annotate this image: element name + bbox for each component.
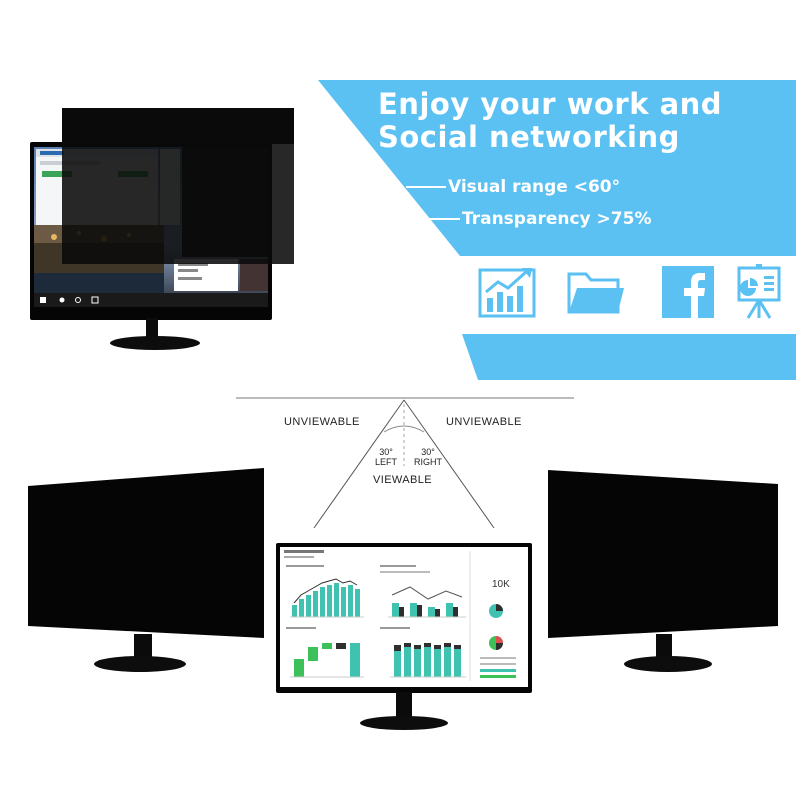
right-angle-value: 30° — [421, 447, 435, 457]
right-angle-label: 30° RIGHT — [412, 447, 444, 467]
privacy-filter-edge — [62, 108, 294, 144]
left-angle-label: 30° LEFT — [374, 447, 398, 467]
banner-blue-panel — [318, 80, 796, 256]
dashboard-pie-chart-1 — [489, 604, 503, 618]
spec-dash — [420, 218, 460, 220]
spec-dash — [406, 186, 446, 188]
spec-text: Transparency >75% — [462, 209, 652, 229]
monitor-base — [360, 716, 448, 730]
feature-icons — [478, 264, 798, 324]
headline-line1: Enjoy your work and — [378, 87, 723, 121]
facebook-icon — [662, 266, 714, 318]
monitor-with-privacy-filter — [0, 0, 300, 360]
headline: Enjoy your work and Social networking — [378, 88, 722, 154]
banner-blue-bar — [462, 334, 796, 380]
viewable-label: VIEWABLE — [373, 474, 433, 486]
unviewable-left-label: UNVIEWABLE — [284, 416, 360, 428]
dashboard-screen: 10K — [280, 547, 528, 687]
kpi-value: 10K — [492, 579, 510, 590]
right-side-text: RIGHT — [414, 457, 442, 467]
presentation-board-icon — [737, 264, 781, 319]
dashboard-waterfall-chart — [290, 643, 364, 678]
dashboard-bar-chart-2 — [388, 586, 466, 618]
dashboard-pie-chart-2 — [489, 636, 503, 650]
spec-visual-range: Visual range <60° — [406, 177, 620, 197]
left-angle-value: 30° — [379, 447, 393, 457]
spec-text: Visual range <60° — [448, 177, 621, 197]
folder-icon — [567, 272, 624, 314]
bar-chart-icon — [478, 268, 536, 318]
monitor-stand — [146, 318, 158, 340]
headline-line2: Social networking — [378, 120, 680, 154]
left-side-text: LEFT — [374, 457, 397, 467]
spec-transparency: Transparency >75% — [420, 209, 651, 229]
monitor-base — [110, 336, 200, 350]
dashboard-bar-chart-1 — [290, 578, 364, 618]
unviewable-right-label: UNVIEWABLE — [446, 416, 522, 428]
monitor-stand — [396, 692, 412, 722]
dashboard-stacked-bar-chart — [390, 643, 466, 678]
